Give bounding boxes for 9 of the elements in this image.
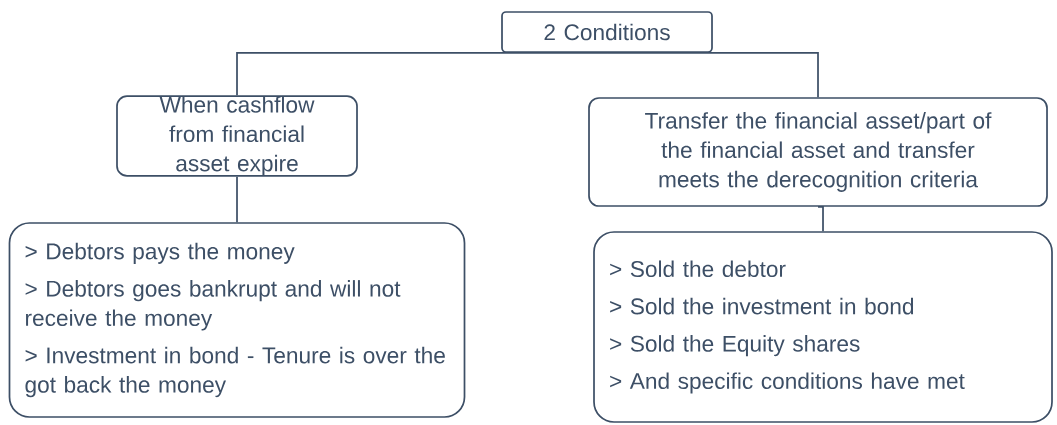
condition-box: Transfer the financial asset/part of the financial asset and transfer meets the derecognition criteria — [588, 97, 1048, 207]
list-box: > Debtors pays the money > Debtors goes bankrupt and will not receive the money > Investment in bond - Tenure is over the got back the money — [8, 222, 466, 418]
condition-box: When cashflow from financial asset expire — [116, 95, 358, 177]
title-box: 2 Conditions — [501, 11, 713, 53]
connector — [817, 206, 824, 232]
connector — [236, 52, 608, 97]
list-box: > Sold the debtor > Sold the investment in bond > Sold the Equity shares > And specific conditions have met — [593, 231, 1053, 423]
connector — [606, 52, 819, 98]
connector — [236, 175, 238, 223]
